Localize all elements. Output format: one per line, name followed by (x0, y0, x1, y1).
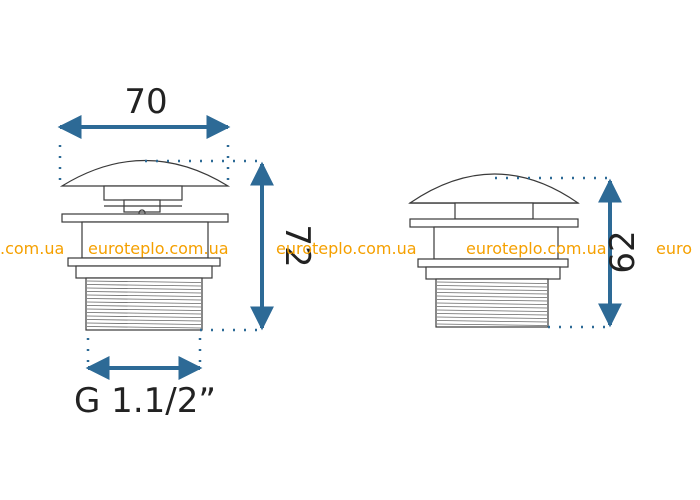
thread-lines-left (86, 280, 202, 329)
nut-base-right (425, 266, 561, 280)
thread-line (86, 301, 202, 304)
height-label-right: 62 (603, 230, 643, 273)
nut-left (67, 257, 221, 267)
dome-cap-left (59, 159, 231, 187)
stem-right (454, 202, 534, 220)
nut-base-left (75, 265, 213, 279)
thread-line (436, 316, 548, 319)
stem-left (103, 185, 183, 201)
thread-line (86, 319, 202, 322)
watermark-row: .com.ua euroteplo.com.ua euroteplo.com.u… (0, 239, 692, 258)
thread-line (86, 294, 202, 297)
thread-line (436, 295, 548, 298)
thread-line (436, 285, 548, 288)
thread-line (436, 302, 548, 305)
watermark-2: euroteplo.com.ua (276, 239, 417, 258)
body-left (81, 221, 209, 259)
watermark-1: euroteplo.com.ua (88, 239, 229, 258)
thread-line (436, 299, 548, 302)
drain-open-view (59, 159, 231, 331)
watermark-3: euroteplo.com.ua (466, 239, 607, 258)
nut-right (417, 258, 569, 268)
drain-closed-view (408, 173, 580, 328)
height-label-left: 72 (277, 224, 317, 267)
thread-line (436, 306, 548, 309)
thread-line (86, 322, 202, 325)
guide-lines-left (58, 145, 262, 370)
thread-line (86, 312, 202, 315)
dimension-thread: G 1.1/2” (74, 356, 216, 421)
thread-lines-right (436, 281, 548, 326)
dome-cap-right (408, 173, 580, 204)
thread-line (86, 326, 202, 329)
dimension-height-left: 72 (250, 161, 317, 331)
width-label: 70 (124, 82, 167, 122)
flange-right (409, 218, 579, 228)
thread-line (436, 323, 548, 326)
thread-line (86, 284, 202, 287)
thread-line (86, 287, 202, 290)
dimension-width: 70 (57, 82, 231, 139)
thread-line (436, 281, 548, 284)
thread-line (86, 280, 202, 283)
watermark-fragment-left: .com.ua (0, 239, 64, 258)
thread-line (86, 305, 202, 308)
thread-line (436, 292, 548, 295)
thread-left (85, 277, 203, 331)
thread-line (86, 308, 202, 311)
thread-line (436, 313, 548, 316)
body-right (433, 226, 559, 260)
dimension-height-right: 62 (598, 178, 643, 328)
thread-line (436, 288, 548, 291)
thread-line (86, 291, 202, 294)
thread-line (86, 315, 202, 318)
thread-line (436, 309, 548, 312)
watermark-fragment-right: euro (656, 239, 692, 258)
flange-left (61, 213, 229, 223)
thread-line (436, 320, 548, 323)
thread-label: G 1.1/2” (74, 381, 216, 421)
thread-line (86, 298, 202, 301)
